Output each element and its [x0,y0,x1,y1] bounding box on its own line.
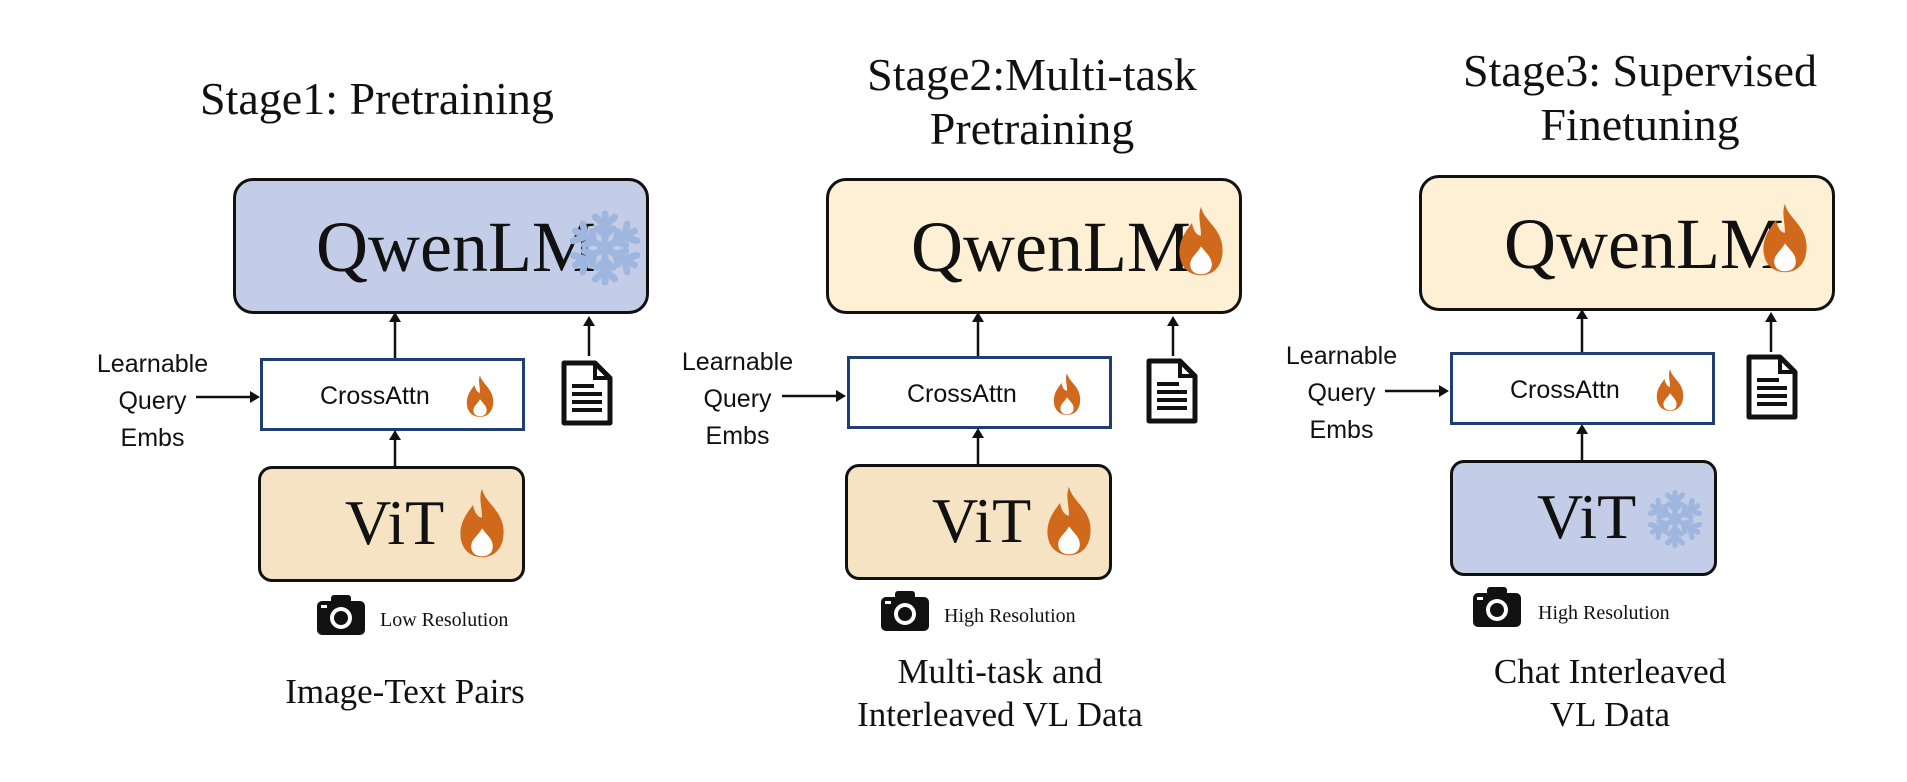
training-data-label: Image-Text Pairs [255,670,555,713]
vit-label: ViT [1537,481,1637,552]
query-line-1: Learnable [96,350,209,378]
arrow-vit-to-crossattn [972,428,984,466]
stage-1-panel: Stage1: Pretraining QwenLM CrossAttn Lea… [0,0,649,782]
query-line-3: Embs [705,422,770,450]
flame-icon [1053,373,1081,415]
flame-icon [466,375,494,417]
arrow-crossattn-to-lm [389,312,401,360]
stage-title: Stage3: Supervised Finetuning [1440,44,1840,152]
vit-label: ViT [932,485,1032,556]
resolution-label: High Resolution [944,605,1076,627]
query-line-3: Embs [120,424,185,452]
snowflake-icon [566,210,644,289]
document-icon [561,360,613,426]
resolution-label: Low Resolution [380,609,509,631]
data-line-1: Multi-task and [897,652,1103,691]
query-line-2: Query [1307,379,1376,407]
flame-icon [460,488,504,558]
stage-title-line-1: Stage3: Supervised [1463,45,1817,96]
qwenlm-box: QwenLM [233,178,649,314]
qwenlm-label: QwenLM [316,207,596,287]
resolution-label: High Resolution [1538,602,1670,624]
training-data-label: Chat Interleaved VL Data [1410,650,1810,736]
camera-icon [317,595,365,635]
arrow-text-to-lm [1167,316,1179,356]
crossattn-label: CrossAttn [1510,376,1620,404]
crossattn-label: CrossAttn [320,382,430,410]
learnable-query-label: Learnable Query Embs [1274,338,1409,449]
arrow-text-to-lm [1765,312,1777,352]
arrow-vit-to-crossattn [389,430,401,468]
crossattn-box: CrossAttn [260,358,525,431]
flame-icon [1763,203,1807,273]
learnable-query-label: Learnable Query Embs [85,346,220,457]
qwenlm-box: QwenLM [1419,175,1835,311]
arrow-text-to-lm [583,316,595,356]
arrow-query-to-crossattn [1385,385,1449,397]
data-line-1: Image-Text Pairs [285,672,525,711]
vit-box: ViT [258,466,525,582]
vit-box: ViT [845,464,1112,580]
document-icon [1146,358,1198,424]
stage-title-line-2: Finetuning [1540,99,1740,150]
arrow-vit-to-crossattn [1576,424,1588,462]
query-line-2: Query [118,387,187,415]
query-line-1: Learnable [681,348,794,376]
arrow-crossattn-to-lm [972,312,984,360]
arrow-crossattn-to-lm [1576,309,1588,353]
vit-label: ViT [345,487,445,558]
query-line-1: Learnable [1285,342,1398,370]
qwenlm-label: QwenLM [911,207,1191,287]
data-line-2: Interleaved VL Data [857,695,1143,734]
stage-title: Stage1: Pretraining [200,72,554,126]
learnable-query-label: Learnable Query Embs [670,344,805,455]
training-data-label: Multi-task and Interleaved VL Data [810,650,1190,736]
flame-icon [1179,206,1223,276]
document-icon [1746,354,1798,420]
crossattn-box: CrossAttn [1450,352,1715,425]
stage-title-line-1: Stage2:Multi-task [867,49,1197,100]
camera-icon [1473,587,1521,627]
arrow-query-to-crossattn [782,390,846,402]
data-line-2: VL Data [1549,695,1671,734]
crossattn-box: CrossAttn [847,356,1112,429]
query-line-2: Query [703,385,772,413]
flame-icon [1656,369,1684,411]
qwenlm-label: QwenLM [1504,204,1784,284]
flame-icon [1047,486,1091,556]
data-line-1: Chat Interleaved [1493,652,1727,691]
arrow-query-to-crossattn [196,391,260,403]
crossattn-label: CrossAttn [907,380,1017,408]
stage-2-panel: Stage2:Multi-task Pretraining [0,0,1197,782]
stage-title-line-1: Stage1: Pretraining [200,73,554,124]
stage-title-line-2: Pretraining [929,103,1135,154]
vit-box: ViT [1450,460,1717,576]
camera-icon [881,591,929,631]
query-line-3: Embs [1309,416,1374,444]
snowflake-icon [1645,490,1705,551]
stage-title: Stage2:Multi-task Pretraining [832,48,1232,156]
qwenlm-box: QwenLM [826,178,1242,314]
